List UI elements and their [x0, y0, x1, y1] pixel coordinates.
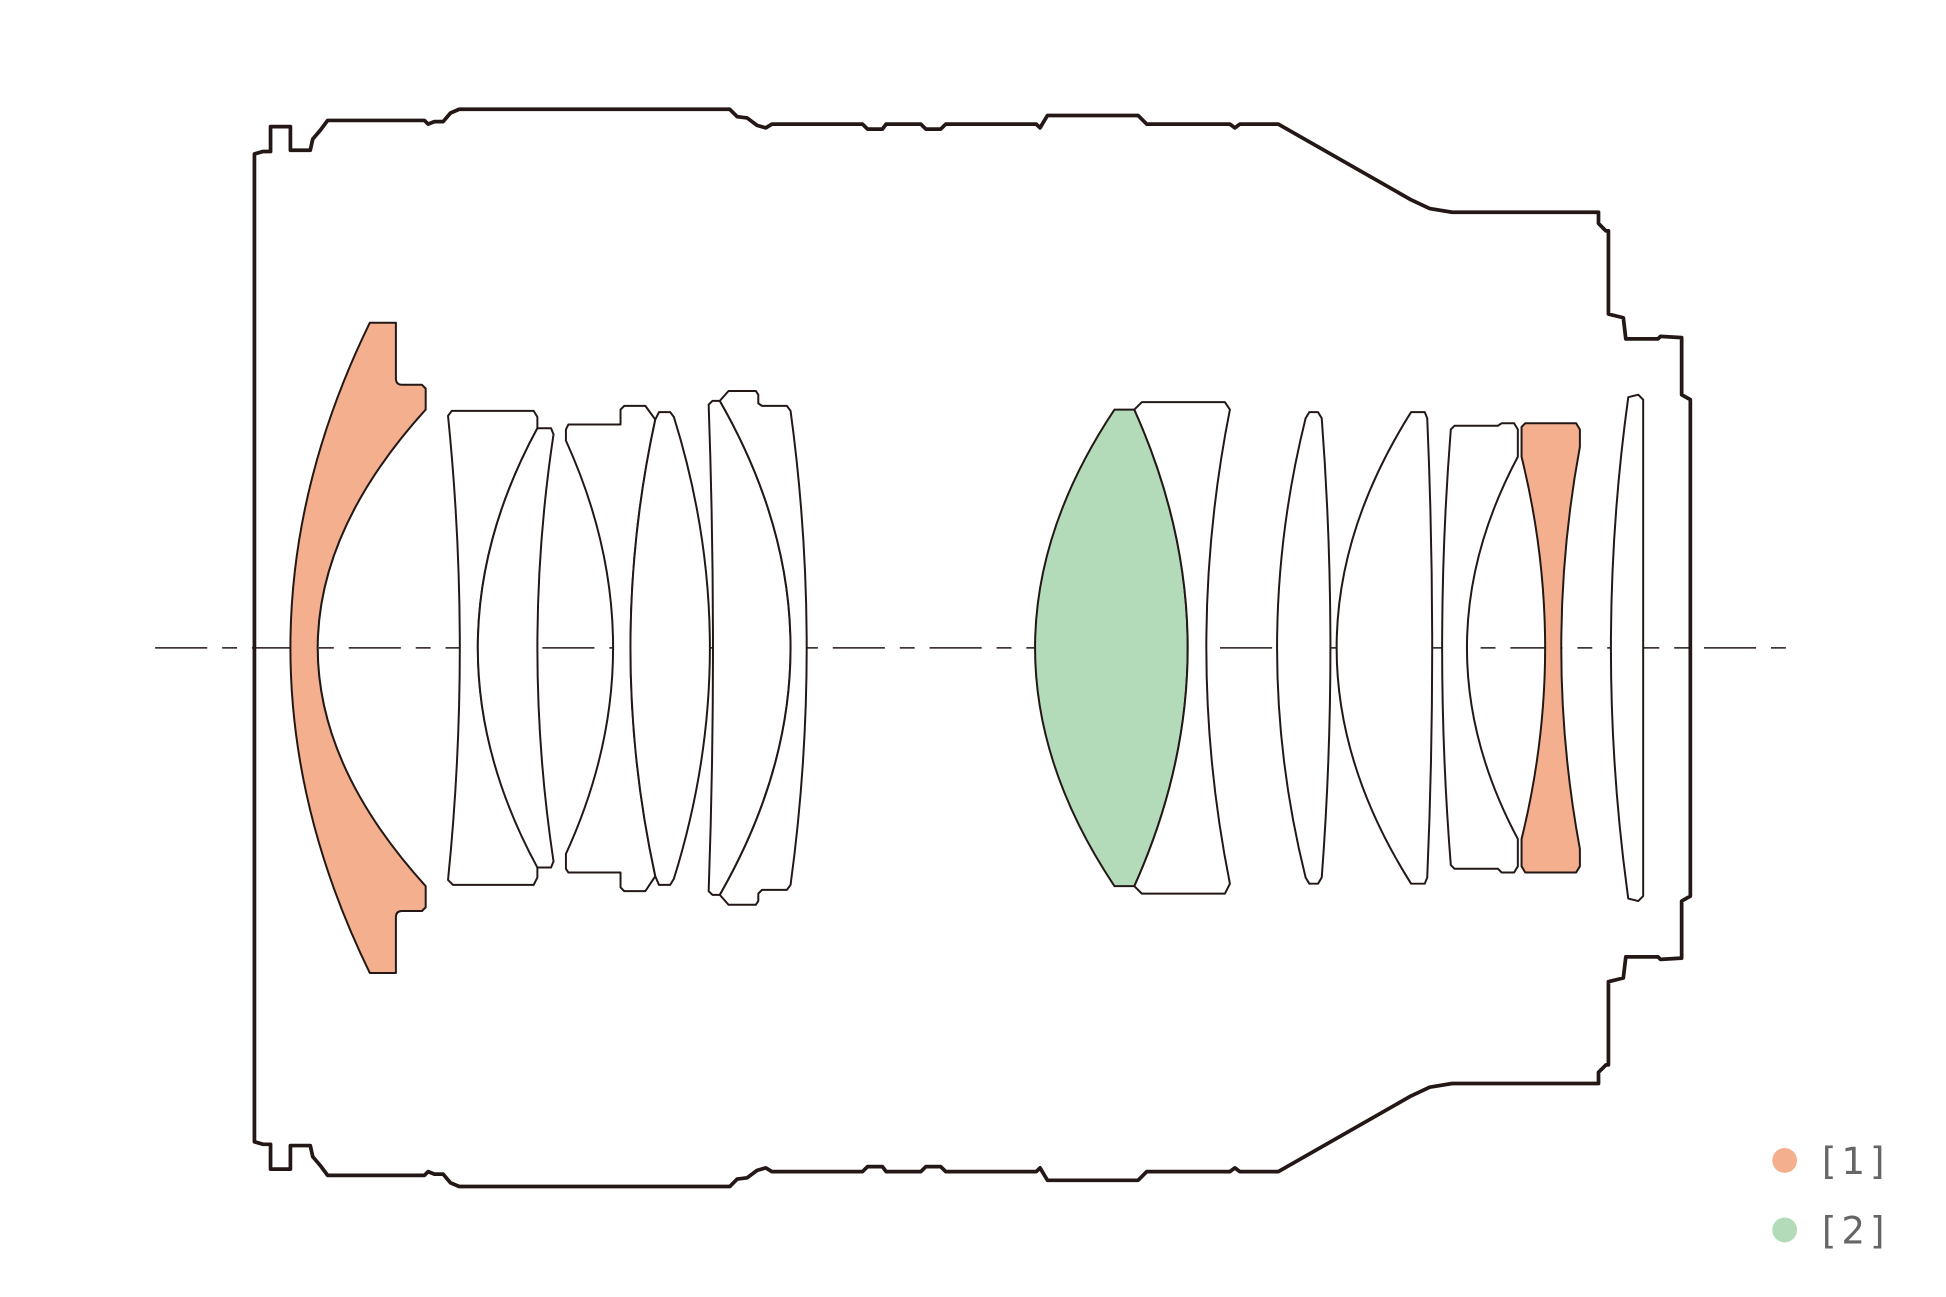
lens-group-front	[289, 321, 808, 975]
lens-element-5	[629, 411, 711, 886]
lens-element-11	[1335, 411, 1434, 885]
legend-item-2: [2]	[1772, 1209, 1890, 1253]
lens-barrel-outline	[252, 107, 1693, 1189]
legend-swatch-2	[1772, 1217, 1798, 1243]
lens-element-3	[476, 427, 555, 869]
legend-label-1: [1]	[1822, 1139, 1890, 1183]
legend-label-2: [2]	[1822, 1209, 1890, 1253]
lens-element-10	[1276, 411, 1332, 885]
lens-element-7	[718, 389, 808, 906]
lens-group-rear	[1034, 393, 1645, 903]
lens-element-14	[1609, 393, 1645, 903]
legend-swatch-1	[1772, 1148, 1798, 1173]
legend-item-1: [1]	[1772, 1139, 1890, 1183]
lens-element-13-type1	[1520, 422, 1581, 874]
lens-element-9	[1133, 401, 1231, 895]
lens-element-1-type1	[289, 321, 427, 975]
lens-element-12	[1441, 422, 1519, 874]
legend: [1] [2]	[1772, 1139, 1890, 1253]
